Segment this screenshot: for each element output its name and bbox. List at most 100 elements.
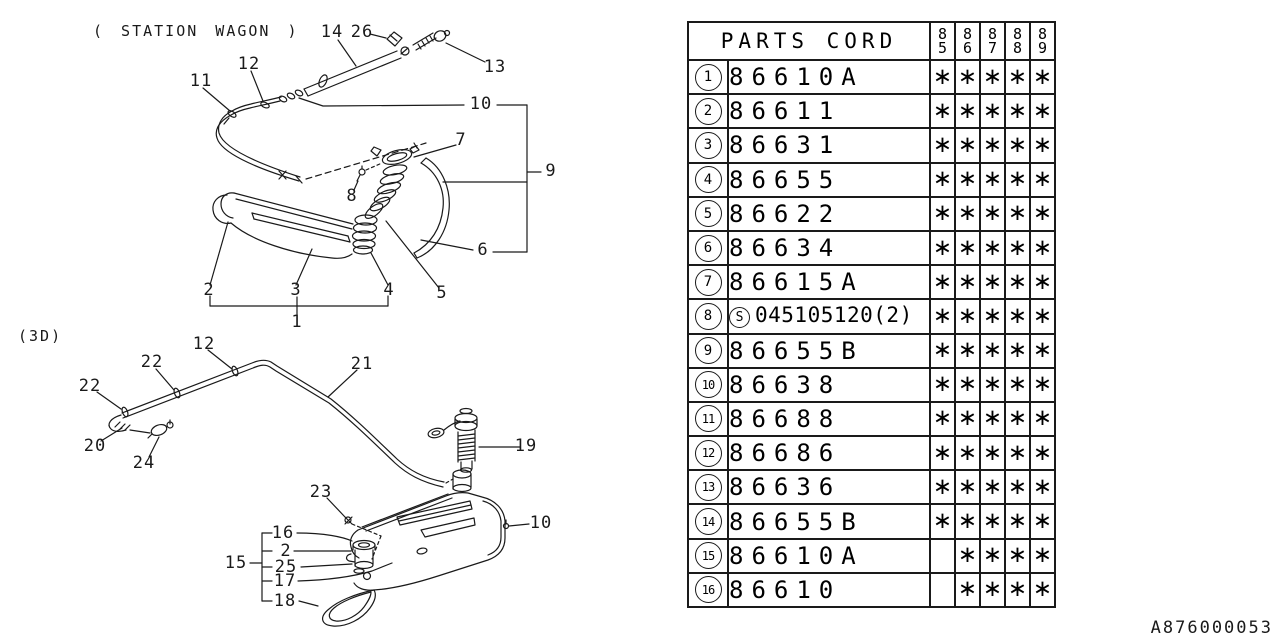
ref-number-cell-4: 4 [687,161,729,198]
applicability-11-88: ∗ [1004,400,1031,438]
applicability-3-87: ∗ [979,127,1006,164]
ref-number-circle-4: 4 [694,166,722,194]
section-title-station-wagon: ( STATION WAGON ) [93,22,299,40]
ref-number-cell-13: 13 [687,469,729,506]
applicability-5-89: ∗ [1029,195,1056,232]
callout-three-door-15-11: 15 [224,553,248,573]
applicability-8-89: ∗ [1029,298,1056,335]
callout-three-door-24-5: 24 [132,453,156,473]
part-code-cell-2: 86611 [727,93,931,130]
applicability-3-88: ∗ [1004,127,1031,164]
applicability-2-86: ∗ [954,93,981,130]
applicability-13-88: ∗ [1004,469,1031,506]
applicability-10-85: ∗ [929,366,956,403]
applicability-9-89: ∗ [1029,332,1056,369]
ref-number-cell-5: 5 [687,195,729,232]
applicability-1-85: ∗ [929,58,956,96]
part-code-text: 86634 [729,234,842,263]
applicability-14-89: ∗ [1029,503,1056,540]
part-code-cell-7: 86615A [727,264,931,301]
standard-part-s-icon: S [729,307,750,329]
applicability-4-85: ∗ [929,161,956,198]
callout-three-door-19-6: 19 [514,436,538,456]
applicability-12-89: ∗ [1029,435,1056,472]
callout-station-wagon-6-9: 6 [477,240,489,260]
applicability-13-86: ∗ [954,469,981,506]
applicability-15-89: ∗ [1029,537,1056,574]
ref-number-circle-1: 1 [694,63,722,91]
applicability-10-87: ∗ [979,366,1006,403]
ref-number-cell-7: 7 [687,264,729,301]
applicability-5-87: ∗ [979,195,1006,232]
applicability-15-88: ∗ [1004,537,1031,574]
part-code-cell-13: 86636 [727,469,931,506]
callout-station-wagon-7-6: 7 [455,130,467,150]
applicability-15-87: ∗ [979,537,1006,574]
part-code-text: 86638 [729,370,842,399]
part-code-text: 86610 [729,575,842,604]
part-code-cell-12: 86686 [727,435,931,472]
ref-number-circle-12: 12 [694,439,722,467]
applicability-6-88: ∗ [1004,229,1031,267]
callout-station-wagon-2-10: 2 [203,280,215,300]
applicability-11-85: ∗ [929,400,956,438]
applicability-2-85: ∗ [929,93,956,130]
part-code-text: 86610A [729,63,864,92]
applicability-1-89: ∗ [1029,58,1056,96]
part-code-text: 86655 [729,165,842,194]
parts-diagram-line-art [96,29,542,627]
applicability-9-86: ∗ [954,332,981,369]
part-code-text: 86610A [729,541,864,570]
applicability-2-88: ∗ [1004,93,1031,130]
applicability-12-87: ∗ [979,435,1006,472]
applicability-9-88: ∗ [1004,332,1031,369]
applicability-7-88: ∗ [1004,264,1031,301]
applicability-10-89: ∗ [1029,366,1056,403]
callout-station-wagon-5-13: 5 [436,283,448,303]
applicability-14-87: ∗ [979,503,1006,540]
ref-number-circle-3: 3 [694,131,722,159]
part-code-text: 86622 [729,199,842,228]
parts-table-title: PARTS CORD [687,21,931,61]
part-code-text: 86636 [729,473,842,502]
applicability-15-86: ∗ [954,537,981,574]
part-code-cell-11: 86688 [727,400,931,438]
applicability-2-89: ∗ [1029,93,1056,130]
applicability-16-89: ∗ [1029,571,1056,609]
ref-number-cell-8: 8 [687,298,729,335]
ref-number-circle-8: 8 [694,302,722,330]
ref-number-cell-2: 2 [687,93,729,130]
applicability-1-86: ∗ [954,58,981,96]
applicability-16-86: ∗ [954,571,981,609]
document-number: A876000053 [1150,618,1273,638]
applicability-7-85: ∗ [929,264,956,301]
applicability-13-89: ∗ [1029,469,1056,506]
part-code-cell-16: 86610 [727,571,931,609]
applicability-14-85: ∗ [929,503,956,540]
callout-station-wagon-4-12: 4 [383,280,395,300]
applicability-9-85: ∗ [929,332,956,369]
part-code-text: 86688 [729,404,842,433]
applicability-4-87: ∗ [979,161,1006,198]
callout-three-door-25-12: 25 [274,557,298,577]
part-code-cell-15: 86610A [727,537,931,574]
callout-station-wagon-11-4: 11 [189,71,213,91]
station-wagon-art [202,29,542,315]
part-code-text: 86615A [729,268,864,297]
applicability-6-87: ∗ [979,229,1006,267]
applicability-8-85: ∗ [929,298,956,335]
ref-number-circle-11: 11 [694,405,722,433]
applicability-4-89: ∗ [1029,161,1056,198]
ref-number-circle-14: 14 [694,508,722,536]
